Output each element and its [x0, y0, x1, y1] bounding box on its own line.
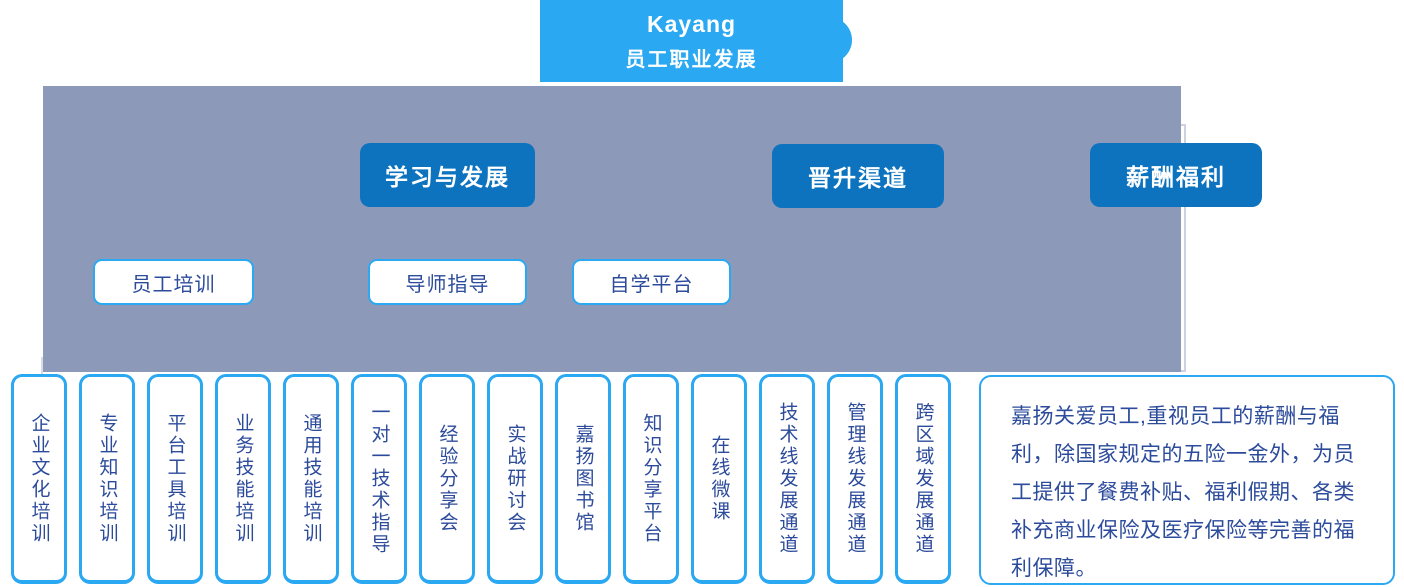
category-label: 嘉扬图书馆	[572, 423, 594, 534]
category-box: 专业知识培训	[79, 374, 135, 584]
category-row: 企业文化培训 专业知识培训 平台工具培训 业务技能培训 通用技能培训 一对一技术…	[11, 374, 951, 584]
category-label: 管理线发展通道	[844, 401, 866, 556]
org-title-card: Kayang 员工职业发展	[540, 0, 843, 82]
section-header-promotion-channel: 晋升渠道	[772, 144, 944, 208]
category-box: 在线微课	[691, 374, 747, 584]
method-box-mentor-guidance: 导师指导	[368, 259, 527, 305]
category-box: 管理线发展通道	[827, 374, 883, 584]
org-title-line2: 员工职业发展	[625, 48, 758, 71]
category-label: 技术线发展通道	[776, 401, 798, 556]
section-header-learning-development: 学习与发展	[360, 143, 535, 207]
category-label: 一对一技术指导	[368, 401, 390, 556]
category-label: 专业知识培训	[96, 412, 118, 545]
category-box: 知识分享平台	[623, 374, 679, 584]
category-box: 实战研讨会	[487, 374, 543, 584]
category-label: 跨区域发展通道	[912, 401, 934, 556]
category-box: 企业文化培训	[11, 374, 67, 584]
category-label: 经验分享会	[436, 423, 458, 534]
method-box-self-learning-platform: 自学平台	[572, 259, 731, 305]
category-label: 平台工具培训	[164, 412, 186, 545]
section-header-compensation-benefits: 薪酬福利	[1090, 143, 1262, 207]
category-box: 平台工具培训	[147, 374, 203, 584]
org-title-line1: Kayang	[646, 10, 737, 37]
category-box: 业务技能培训	[215, 374, 271, 584]
background-panel	[43, 86, 1181, 372]
category-label: 通用技能培训	[300, 412, 322, 545]
category-box: 技术线发展通道	[759, 374, 815, 584]
category-box: 一对一技术指导	[351, 374, 407, 584]
category-box: 嘉扬图书馆	[555, 374, 611, 584]
category-box: 经验分享会	[419, 374, 475, 584]
category-box: 通用技能培训	[283, 374, 339, 584]
category-label: 在线微课	[708, 434, 730, 523]
benefits-text: 嘉扬关爱员工,重视员工的薪酬与福利，除国家规定的五险一金外，为员工提供了餐费补贴…	[1011, 405, 1355, 580]
method-box-employee-training: 员工培训	[93, 259, 254, 305]
category-label: 知识分享平台	[640, 412, 662, 545]
benefits-description-box: 嘉扬关爱员工,重视员工的薪酬与福利，除国家规定的五险一金外，为员工提供了餐费补贴…	[979, 375, 1395, 585]
category-label: 企业文化培训	[28, 412, 50, 545]
category-label: 实战研讨会	[504, 423, 526, 534]
category-label: 业务技能培训	[232, 412, 254, 545]
category-box: 跨区域发展通道	[895, 374, 951, 584]
